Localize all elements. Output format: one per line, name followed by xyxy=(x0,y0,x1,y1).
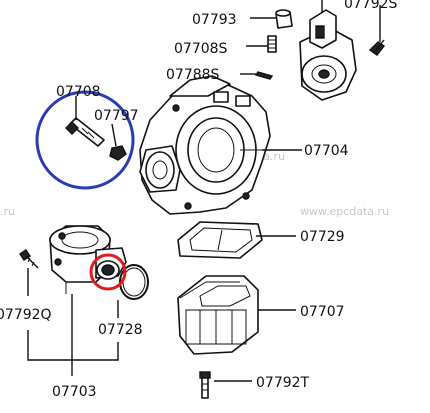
part-label-07703: 07703 xyxy=(52,384,97,400)
valve-07703-drawing xyxy=(49,225,127,294)
bolt-07708-drawing xyxy=(65,117,105,147)
blue-highlight-circle xyxy=(35,90,135,190)
screw-07792T-drawing xyxy=(199,371,211,399)
gasket-07729-drawing xyxy=(177,221,263,259)
part-label-07788S: 07788S xyxy=(166,67,220,83)
screw-07792S-drawing xyxy=(368,39,386,56)
throttle-body-07704-drawing xyxy=(139,75,271,215)
part-label-07792Q: 07792Q xyxy=(0,307,52,323)
pin-07788S-drawing xyxy=(254,71,274,80)
part-label-07792S: 07792S xyxy=(344,0,398,12)
red-highlight-circle xyxy=(89,253,127,291)
seal-07728-drawing xyxy=(96,260,120,280)
nut-07797-drawing xyxy=(109,145,127,161)
cap-07793-drawing xyxy=(275,9,293,29)
part-label-07707: 07707 xyxy=(300,304,345,320)
part-label-07708S: 07708S xyxy=(174,41,228,57)
screw-07708S-drawing xyxy=(267,35,277,53)
part-label-07729: 07729 xyxy=(300,229,345,245)
bracket-07703 xyxy=(27,330,119,361)
part-label-07704: 07704 xyxy=(304,143,349,159)
screw-07792Q-drawing xyxy=(19,249,39,269)
watermark-left: .ru xyxy=(0,205,15,218)
leader-07797 xyxy=(111,123,117,147)
part-label-07728: 07728 xyxy=(98,322,143,338)
watermark-right: www.epcdata.ru xyxy=(300,205,389,218)
part-label-07793: 07793 xyxy=(192,12,237,28)
throttle-position-sensor-drawing xyxy=(299,0,357,101)
part-label-07792T: 07792T xyxy=(256,375,310,391)
part-label-07797: 07797 xyxy=(94,108,139,124)
cover-07707-drawing xyxy=(177,275,259,355)
part-label-07708: 07708 xyxy=(56,84,101,100)
